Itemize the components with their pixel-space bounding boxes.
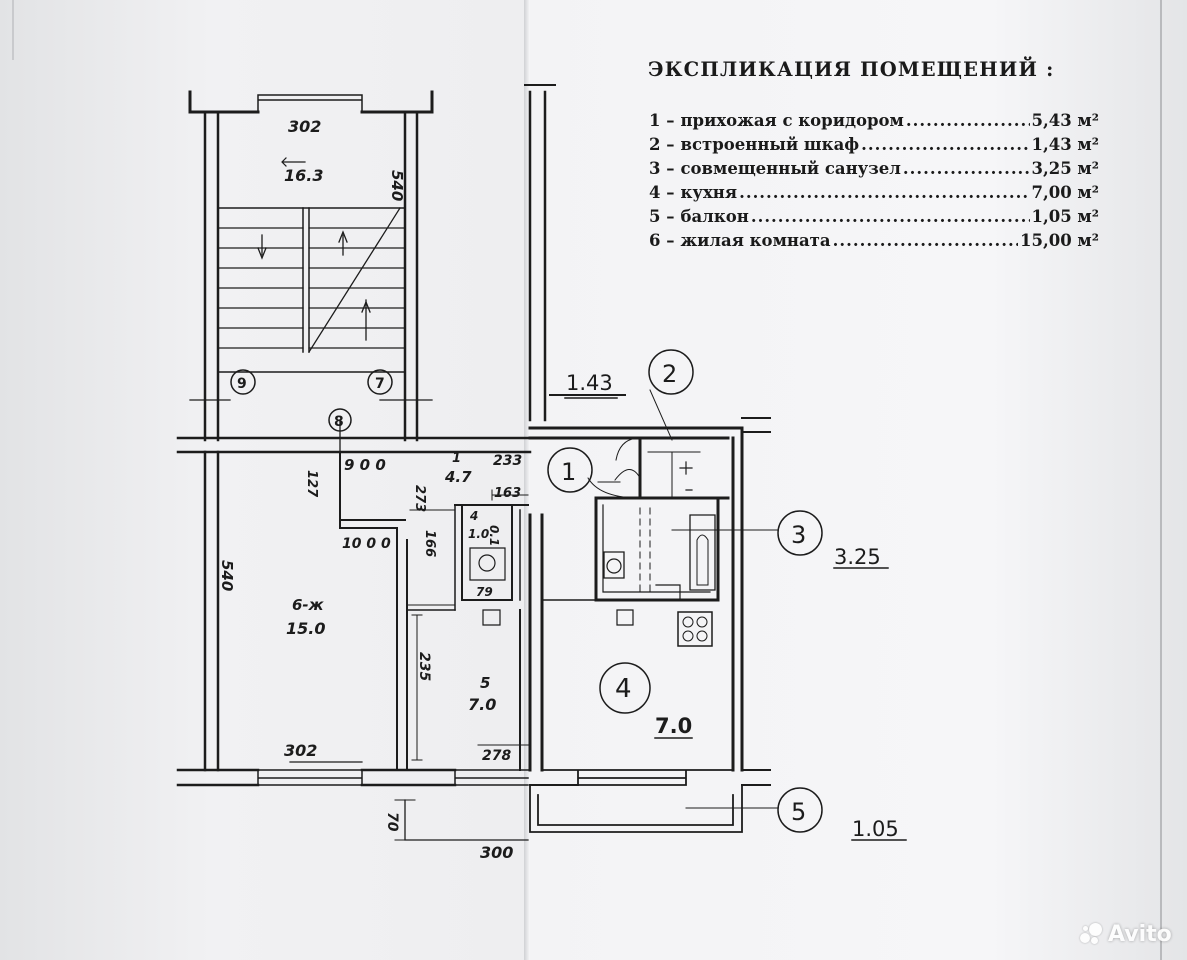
hall-dim-233-label: 233 (493, 453, 522, 469)
explication-row: 1 – прихожая с коридором 5,43 м² (649, 111, 1099, 135)
closet-circle-label: 2 (662, 360, 677, 388)
avito-watermark-text: Avito (1108, 922, 1172, 947)
explication-title: ЭКСПЛИКАЦИЯ ПОМЕЩЕНИЙ : (648, 58, 1055, 81)
leader-dots (833, 231, 1018, 250)
room-name: балкон (680, 207, 749, 226)
room6-area-label: 15.0 (286, 619, 325, 638)
leader-dots (751, 207, 1030, 226)
leader-dots (739, 183, 1029, 202)
wc-num-label: 4 (469, 509, 478, 523)
left-sheet (0, 0, 528, 960)
room-name: встроенный шкаф (680, 135, 860, 154)
axis-9-label: 9 (237, 376, 247, 392)
room-area: 3,25 м² (1031, 159, 1100, 178)
kitchen-area-label: 7.0 (655, 714, 692, 738)
stair-length-label: 540 (388, 170, 406, 201)
stair-area-label: 16.3 (284, 166, 323, 185)
room-area: 1,43 м² (1031, 135, 1100, 154)
room-area: 7,00 м² (1031, 183, 1100, 202)
avito-watermark: Avito (1080, 922, 1172, 947)
room-name: кухня (680, 183, 738, 202)
balcony-depth-label: 70 (384, 812, 400, 832)
bath-circle-label: 3 (791, 521, 806, 549)
dim-166-label: 166 (422, 530, 437, 557)
room-number: 4 – (649, 183, 675, 202)
room-number: 2 – (649, 135, 675, 154)
balcony-circle-label: 5 (791, 798, 806, 826)
room-number: 6 – (649, 231, 675, 250)
paper-edge (1160, 0, 1162, 960)
kitchen-circle-label: 4 (615, 674, 632, 704)
leader-dots (906, 111, 1030, 130)
leader-dots (903, 159, 1030, 178)
wc-dim-79-label: 79 (476, 585, 493, 599)
dim-127-label: 127 (304, 470, 319, 498)
room-number: 3 – (649, 159, 675, 178)
hall-num-label: 1 (452, 451, 461, 466)
balcony-area-label: 1.05 (852, 817, 899, 841)
room6-width-label: 302 (284, 741, 317, 760)
right-sheet (528, 0, 1187, 960)
balcony-length-label: 300 (480, 843, 513, 862)
paper-edge-left (12, 0, 14, 60)
room5-area-label: 7.0 (468, 695, 496, 714)
avito-logo-icon (1080, 922, 1104, 947)
explication-row: 2 – встроенный шкаф 1,43 м² (649, 135, 1099, 159)
axis-7-label: 7 (375, 376, 385, 392)
room6-length-label: 540 (218, 560, 236, 591)
room5-num-label: 5 (480, 674, 490, 692)
closet-area-label: 1.43 (566, 371, 613, 395)
room-name: совмещенный санузел (680, 159, 901, 178)
bath-area-label: 3.25 (834, 545, 881, 569)
hall-area-label: 4.7 (444, 468, 472, 486)
room-area: 1,05 м² (1031, 207, 1100, 226)
room-area: 5,43 м² (1031, 111, 1100, 130)
wc-area-a-label: 1.0 (468, 527, 489, 541)
explication-row: 4 – кухня 7,00 м² (649, 183, 1099, 207)
room-number: 5 – (649, 207, 675, 226)
dim-235-label: 235 (416, 652, 432, 681)
explication-row: 6 – жилая комната 15,00 м² (649, 231, 1099, 255)
room6-name-label: 6-ж (292, 596, 325, 614)
dim-278-label: 278 (482, 748, 511, 764)
explication-row: 5 – балкон 1,05 м² (649, 207, 1099, 231)
room-name: жилая комната (680, 231, 831, 250)
leader-dots (861, 135, 1029, 154)
room-area: 15,00 м² (1020, 231, 1099, 250)
dim-1000-label: 10 0 0 (342, 536, 391, 552)
wc-area-b-label: 0.1 (487, 525, 501, 546)
hall-circle-label: 1 (561, 458, 576, 486)
dim-163-label: 163 (494, 486, 521, 501)
dim-900-label: 9 0 0 (344, 456, 386, 474)
room-name: прихожая с коридором (680, 111, 904, 130)
explication-row: 3 – совмещенный санузел 3,25 м² (649, 159, 1099, 183)
axis-8-label: 8 (334, 414, 344, 430)
explication-table: ЭКСПЛИКАЦИЯ ПОМЕЩЕНИЙ : 1 – прихожая с к… (640, 58, 1110, 255)
stair-width-label: 302 (288, 117, 321, 136)
room-number: 1 – (649, 111, 675, 130)
dim-273-label: 273 (412, 485, 427, 512)
paper-fold (524, 0, 530, 960)
